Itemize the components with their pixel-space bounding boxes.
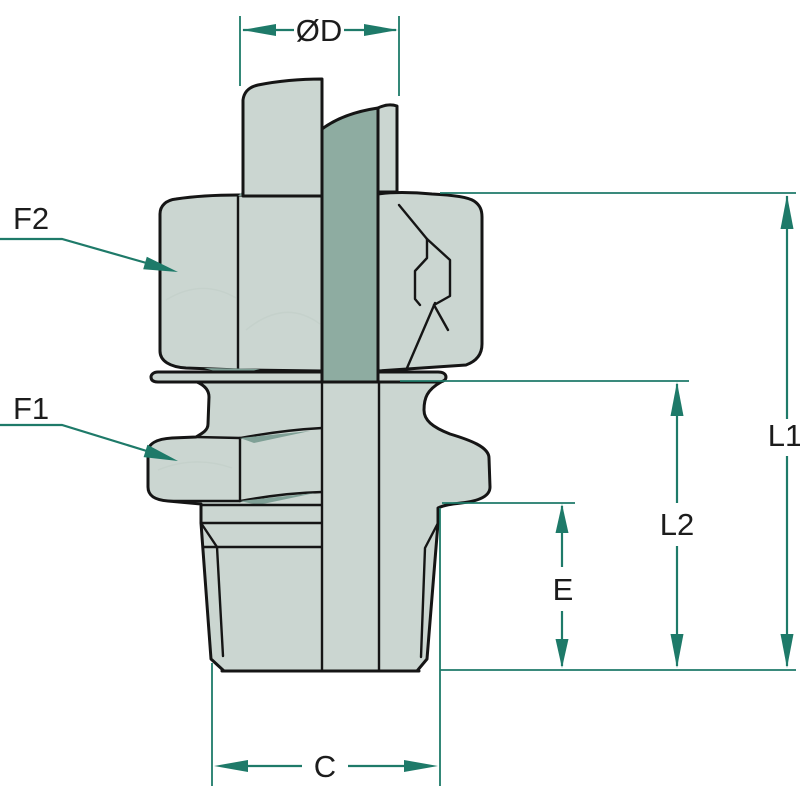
tube-left-wall xyxy=(241,77,324,198)
callout-f1: F1 xyxy=(0,391,178,461)
lower-nut-top-edge xyxy=(194,435,242,440)
upper-nut-left xyxy=(158,193,324,373)
tube-right-sliver xyxy=(376,103,399,194)
dim-label-l1: L1 xyxy=(768,418,800,453)
cone-seat-line xyxy=(397,203,429,241)
callout-f2: F2 xyxy=(0,201,178,272)
label-f2: F2 xyxy=(13,201,49,236)
part-geometry xyxy=(146,77,492,673)
lower-nut-top-curve xyxy=(238,426,324,440)
f2-leader-line xyxy=(0,237,151,266)
upper-nut-right xyxy=(376,191,484,373)
ferrule-left-edge xyxy=(413,237,429,307)
dimension-annotations: ØD F2 F1 L1 L2 xyxy=(0,13,800,786)
od-arrow-left xyxy=(242,24,276,36)
l2-arrow-top xyxy=(670,382,684,416)
lower-nut-top-chamfer xyxy=(240,431,310,443)
tube-cut-section xyxy=(320,106,380,384)
c-arrow-right xyxy=(404,760,438,772)
bore-column xyxy=(322,382,379,669)
dimension-l1: L1 xyxy=(440,192,800,668)
l2-arrow-bottom xyxy=(670,634,684,668)
dim-label-c: C xyxy=(314,749,336,784)
face-shade-arc xyxy=(165,287,237,301)
f1-leader-line xyxy=(0,423,151,454)
lower-nut-bottom-chamfer xyxy=(240,493,315,505)
od-arrow-right xyxy=(364,24,398,36)
face-shade-arc xyxy=(245,311,321,331)
ferrule-outline xyxy=(425,237,452,332)
e-arrow-top xyxy=(555,504,569,533)
cut-diagonal xyxy=(399,301,437,384)
dim-label-l2: L2 xyxy=(660,507,694,542)
dimension-c: C xyxy=(211,508,441,786)
lower-nut-bottom-curve xyxy=(238,490,324,503)
dimension-l2: L2 xyxy=(400,380,694,668)
dim-label-e: E xyxy=(553,572,574,607)
l1-arrow-top xyxy=(780,195,794,229)
thread-root-right xyxy=(419,521,440,659)
thread-root-left xyxy=(199,521,225,658)
c-arrow-left xyxy=(214,760,248,772)
label-f1: F1 xyxy=(13,391,49,426)
e-arrow-bottom xyxy=(555,639,569,668)
f1-leader-arrow xyxy=(143,444,178,461)
dimension-od: ØD xyxy=(239,13,400,96)
f2-leader-arrow xyxy=(143,256,178,272)
dim-label-od: ØD xyxy=(296,13,343,48)
face-shade-arc xyxy=(157,461,233,471)
lower-body xyxy=(146,380,492,673)
l1-arrow-bottom xyxy=(780,634,794,668)
dimension-e: E xyxy=(442,502,575,668)
